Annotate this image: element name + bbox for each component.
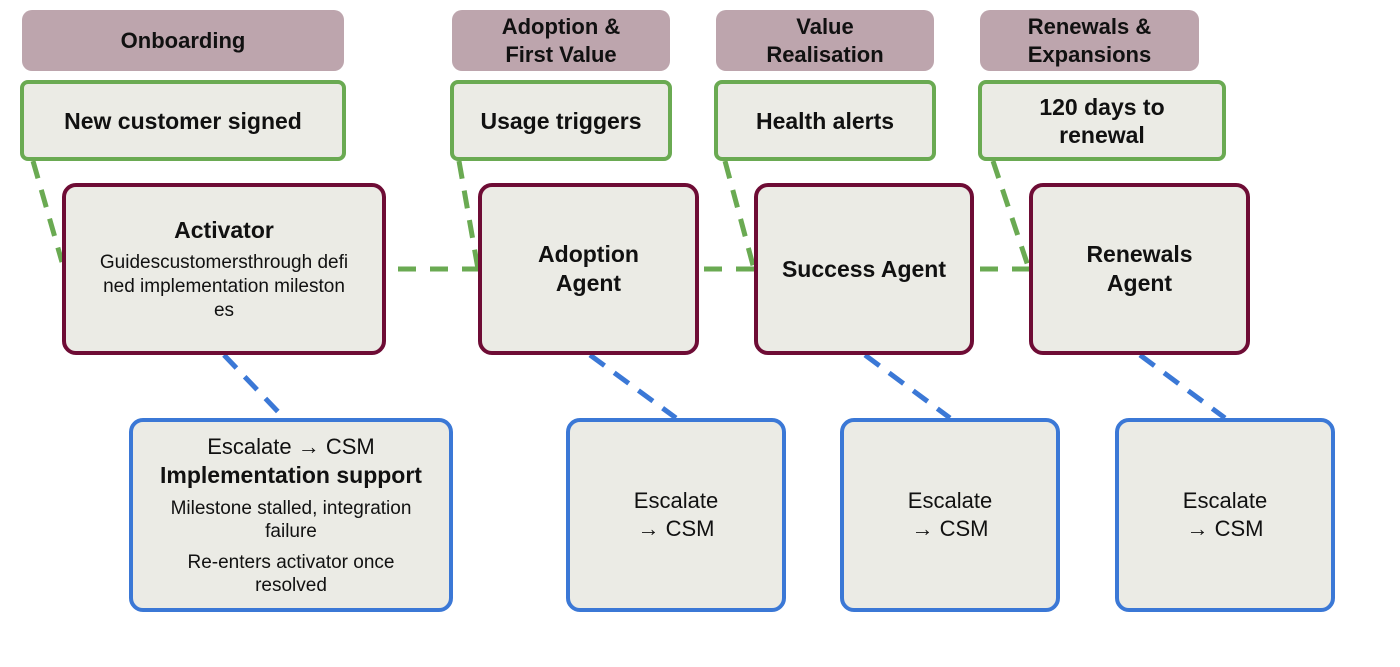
phase-label: Onboarding	[120, 27, 246, 53]
trigger-connector-onboarding	[30, 160, 65, 263]
escalation-connector-2	[588, 352, 678, 421]
trigger-renewal-window: 120 days to renewal	[978, 80, 1226, 161]
phase-label: Renewals & Expansions	[1027, 13, 1152, 67]
trigger-label: New customer signed	[64, 107, 302, 134]
trigger-new-customer: New customer signed	[20, 80, 346, 161]
escalation-connector-3	[863, 352, 952, 421]
escalation-connector-4	[1138, 352, 1227, 421]
phase-header-value: Value Realisation	[716, 10, 934, 71]
phase-label: Adoption & First Value	[501, 13, 621, 67]
trigger-connector-adoption	[456, 160, 481, 270]
phase-header-onboarding: Onboarding	[22, 10, 344, 71]
trigger-label: Health alerts	[755, 107, 895, 134]
trigger-label: Usage triggers	[480, 107, 642, 134]
agent-title: Adoption Agent	[538, 241, 639, 296]
agent-title: Success Agent	[781, 255, 947, 282]
trigger-usage: Usage triggers	[450, 80, 672, 161]
agent-success: Success Agent	[754, 183, 974, 355]
escalation-title: Implementation support	[160, 462, 422, 488]
escalation-label: Escalate → CSM	[1182, 488, 1268, 541]
trigger-health: Health alerts	[714, 80, 936, 161]
escalation-label: Escalate → CSM	[907, 488, 993, 541]
trigger-connector-value	[722, 160, 757, 270]
agent-title: Renewals Agent	[1086, 241, 1193, 296]
agent-renewals: Renewals Agent	[1029, 183, 1250, 355]
agent-description: Guidescustomersthrough defined implement…	[99, 251, 349, 321]
phase-header-adoption: Adoption & First Value	[452, 10, 670, 71]
escalation-label: Escalate → CSM	[633, 488, 719, 541]
agent-title: Activator	[174, 216, 274, 243]
escalation-adoption: Escalate → CSM	[566, 418, 786, 612]
escalation-success: Escalate → CSM	[840, 418, 1060, 612]
phase-header-renewals: Renewals & Expansions	[980, 10, 1199, 71]
trigger-connector-renewals	[990, 160, 1032, 270]
trigger-label: 120 days to renewal	[1039, 93, 1165, 148]
escalation-renewals: Escalate → CSM	[1115, 418, 1335, 612]
phase-label: Value Realisation	[766, 13, 884, 67]
escalation-implementation-support: Escalate → CSM Implementation support Mi…	[129, 418, 453, 612]
escalation-label: Escalate → CSM	[207, 434, 375, 459]
escalation-detail-trigger: Milestone stalled, integration failure	[170, 498, 412, 542]
agent-adoption: Adoption Agent	[478, 183, 699, 355]
escalation-connector-1	[222, 353, 286, 420]
agent-activator: Activator Guidescustomersthrough defined…	[62, 183, 386, 355]
escalation-detail-reentry: Re-enters activator once resolved	[187, 552, 395, 596]
